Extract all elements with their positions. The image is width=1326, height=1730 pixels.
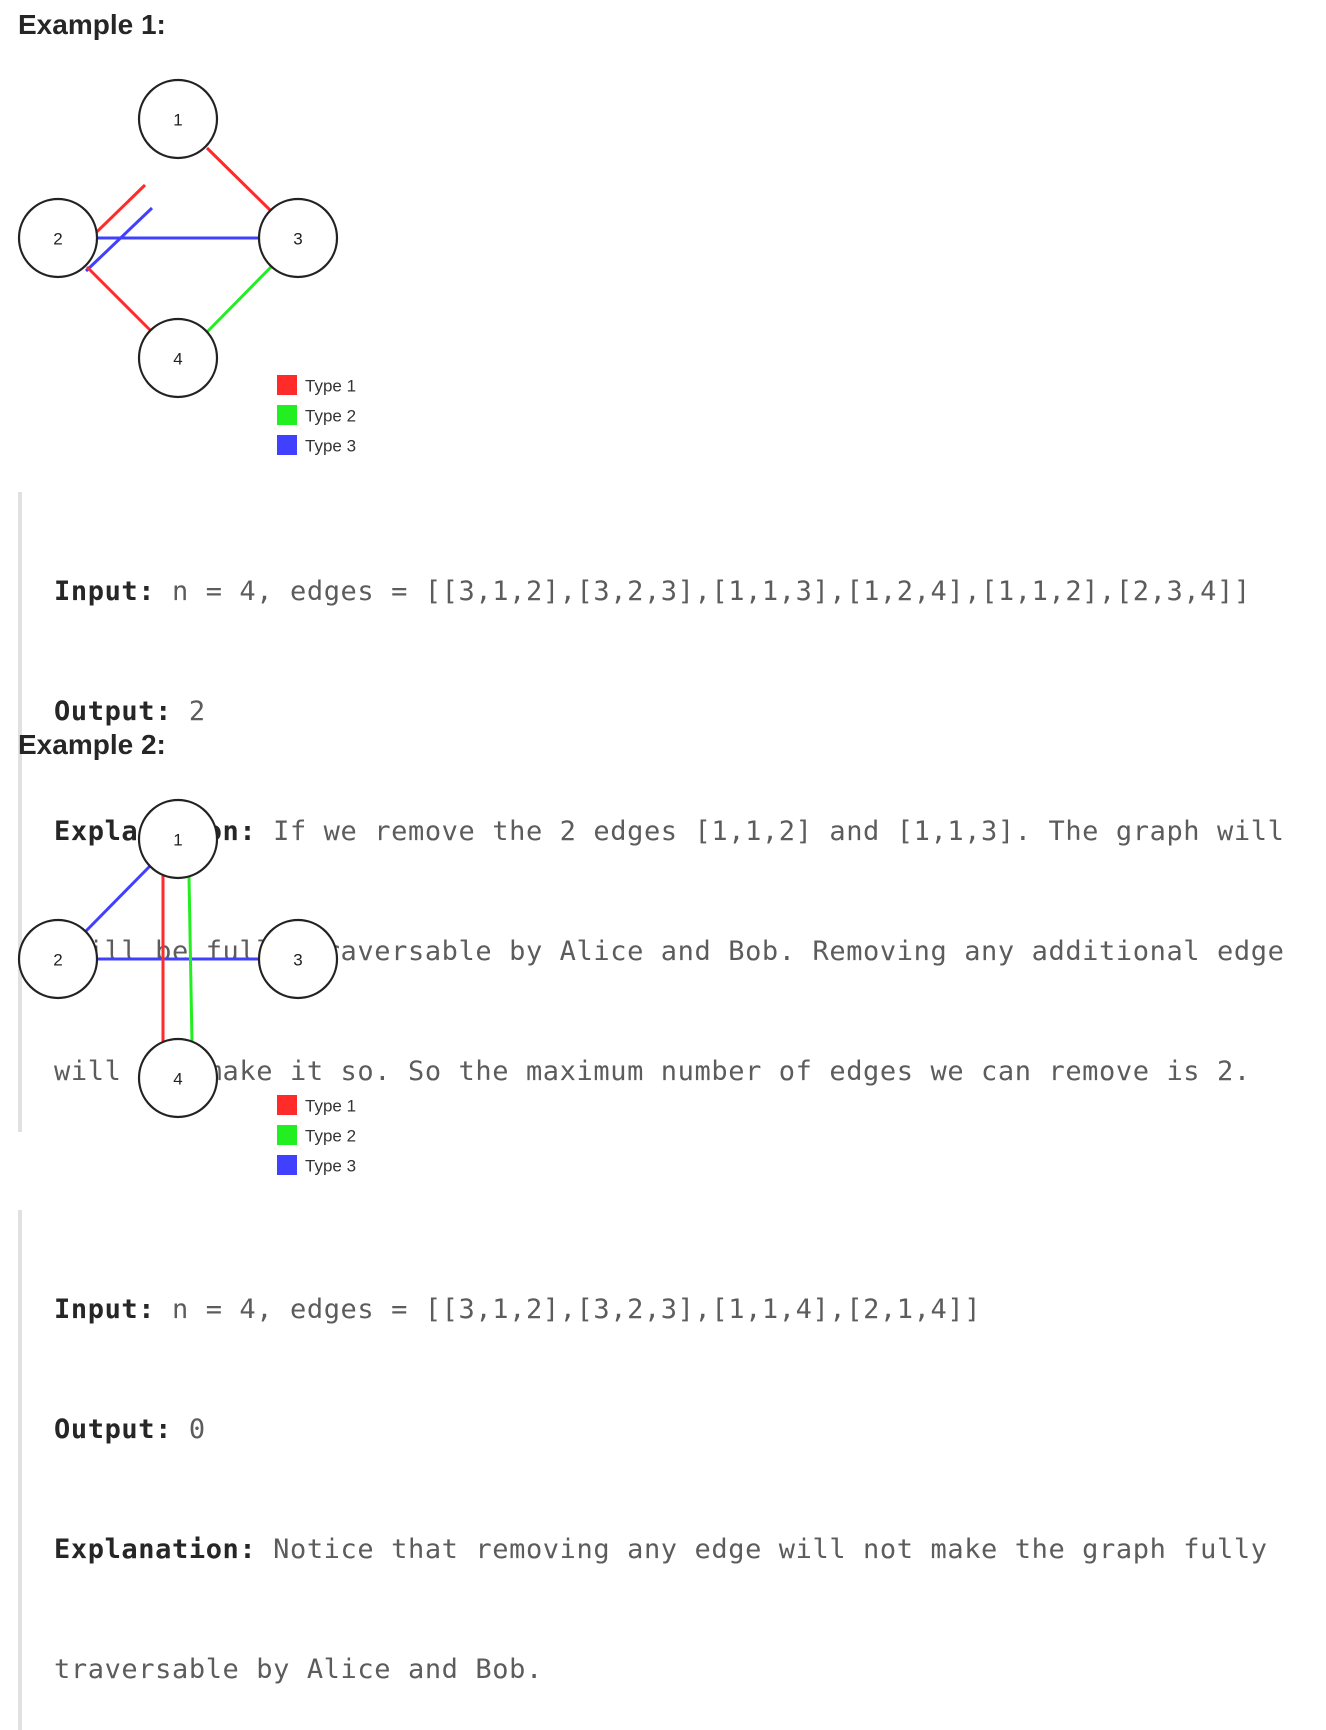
graph-node: 2: [17, 918, 99, 1000]
legend-swatch-type2: [277, 1125, 297, 1145]
node-label: 1: [173, 831, 182, 850]
input-line: Input: n = 4, edges = [[3,1,2],[3,2,3],[…: [54, 1290, 1268, 1330]
legend-label: Type 3: [305, 1157, 356, 1176]
output-label: Output:: [54, 1414, 172, 1445]
graph-node: 1: [137, 798, 219, 880]
input-label: Input:: [54, 1294, 156, 1325]
explanation-line: will not make it so. So the maximum numb…: [54, 1056, 1251, 1087]
example-1-graph: 1 2 3 4 Type 1 Type 2 Type 3: [17, 78, 356, 456]
legend-swatch-type1: [277, 375, 297, 395]
graph-legend: Type 1 Type 2 Type 3: [277, 375, 356, 456]
graph-node: 2: [17, 197, 99, 279]
edge-1-4-type2: [187, 876, 194, 1044]
node-label: 4: [173, 350, 182, 369]
legend-swatch-type3: [277, 1155, 297, 1175]
legend-label: Type 1: [305, 377, 356, 396]
output-value: 2: [172, 696, 206, 727]
graph-legend: Type 1 Type 2 Type 3: [277, 1095, 356, 1176]
explanation-text: If we remove the 2 edges [1,1,2] and [1,…: [256, 816, 1285, 847]
example-2-graph: 1 2 3 4 Type 1 Type 2 Type 3: [17, 798, 356, 1176]
legend-label: Type 3: [305, 437, 356, 456]
graph-node: 3: [257, 918, 339, 1000]
node-label: 1: [173, 111, 182, 130]
output-label: Output:: [54, 696, 172, 727]
input-label: Input:: [54, 576, 156, 607]
node-label: 2: [53, 951, 62, 970]
input-value: n = 4, edges = [[3,1,2],[3,2,3],[1,1,4],…: [155, 1294, 982, 1325]
legend-swatch-type2: [277, 405, 297, 425]
example-2-io-block: Input: n = 4, edges = [[3,1,2],[3,2,3],[…: [18, 1210, 1268, 1730]
legend-label: Type 1: [305, 1097, 356, 1116]
example-1-heading: Example 1:: [18, 9, 166, 40]
output-line: Output: 0: [54, 1410, 1268, 1450]
node-label: 3: [293, 951, 302, 970]
graph-node: 3: [257, 197, 339, 279]
edge-3-4-type2: [205, 265, 273, 334]
explanation-line: Explanation: Notice that removing any ed…: [54, 1530, 1268, 1570]
explanation-text: Notice that removing any edge will not m…: [256, 1534, 1268, 1565]
legend-swatch-type3: [277, 435, 297, 455]
edge-1-2-type3: [84, 864, 152, 933]
legend-swatch-type1: [277, 1095, 297, 1115]
output-value: 0: [172, 1414, 206, 1445]
node-label: 4: [173, 1070, 182, 1089]
output-line: Output: 2: [54, 692, 1284, 732]
edge-1-3-type1: [205, 146, 272, 212]
node-label: 3: [293, 230, 302, 249]
input-line: Input: n = 4, edges = [[3,1,2],[3,2,3],[…: [54, 572, 1284, 612]
legend-label: Type 2: [305, 1127, 356, 1146]
graph-node: 4: [137, 1037, 219, 1119]
edge-2-4-type1: [85, 265, 152, 332]
explanation-label: Explanation:: [54, 1534, 257, 1565]
node-label: 2: [53, 230, 62, 249]
graph-node: 1: [137, 78, 219, 160]
input-value: n = 4, edges = [[3,1,2],[3,2,3],[1,1,3],…: [155, 576, 1251, 607]
example-2-heading: Example 2:: [18, 729, 166, 760]
explanation-line: traversable by Alice and Bob.: [54, 1654, 543, 1685]
legend-label: Type 2: [305, 407, 356, 426]
graph-node: 4: [137, 317, 219, 399]
